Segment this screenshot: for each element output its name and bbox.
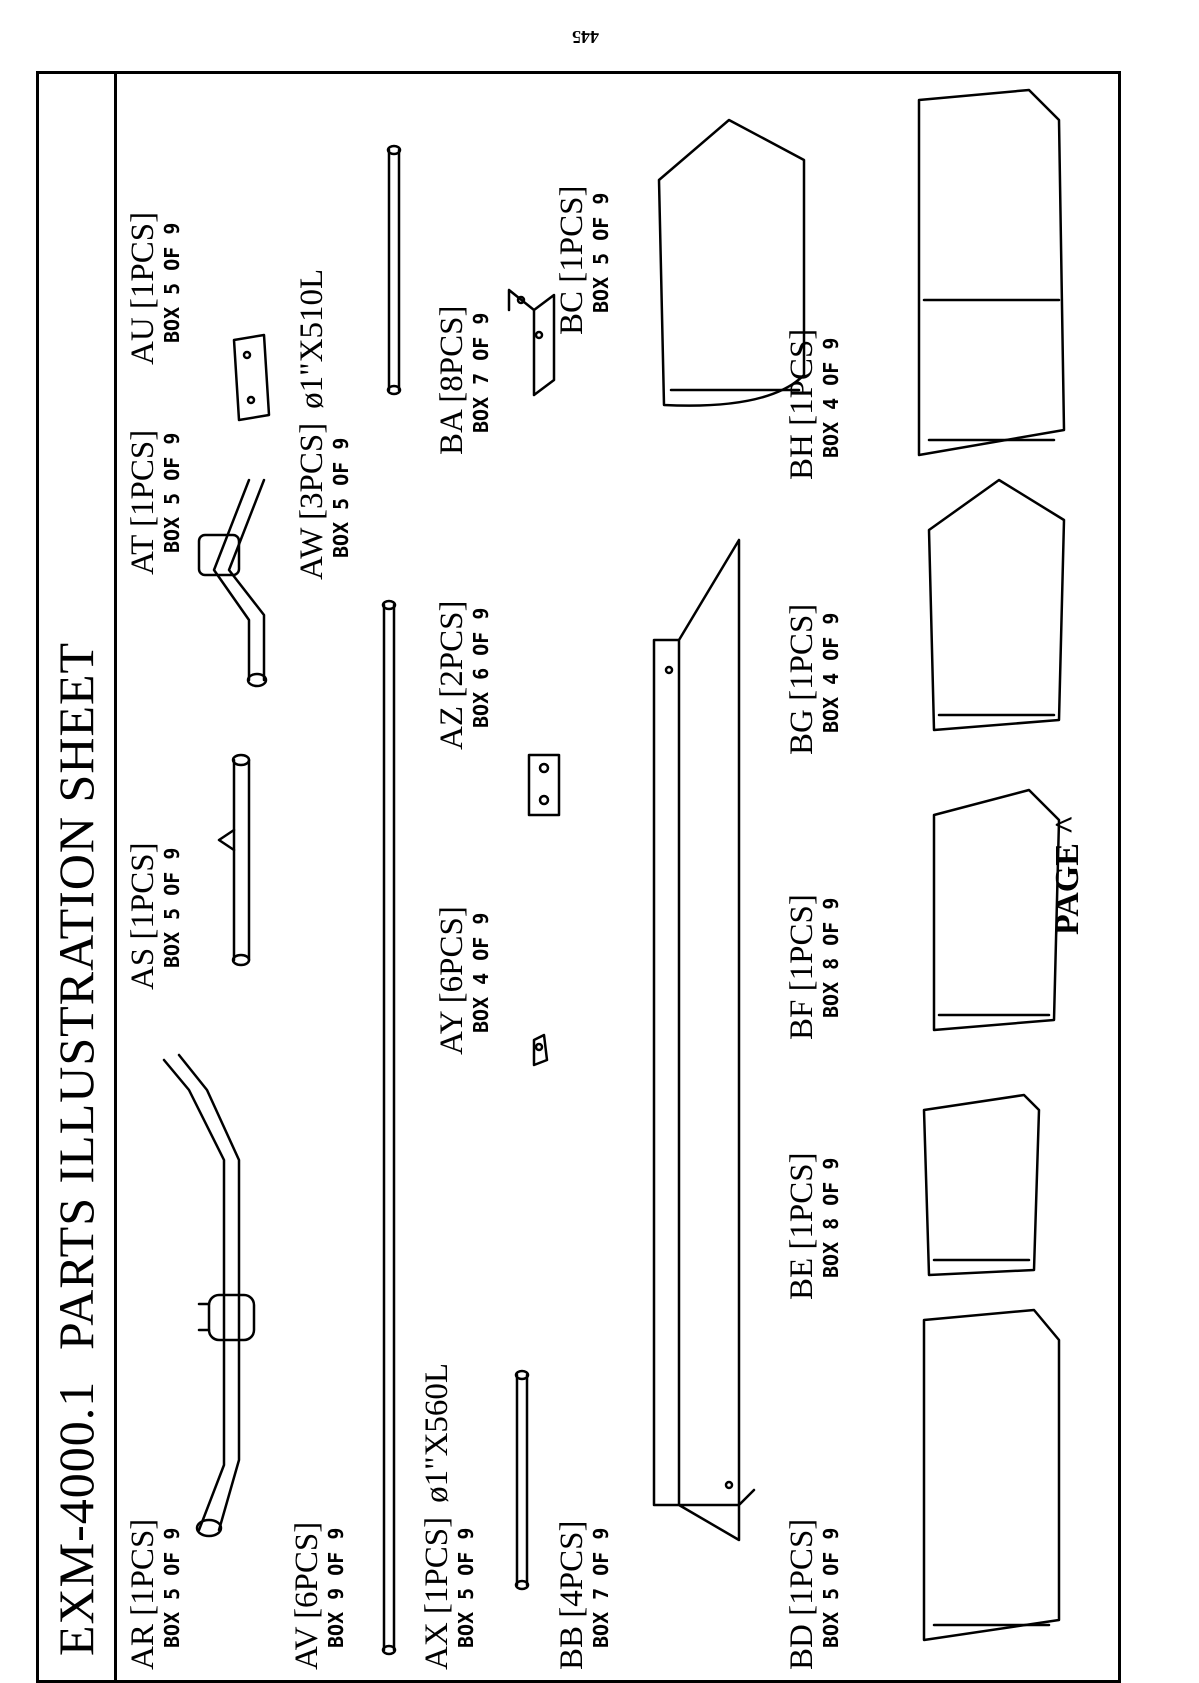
part-at-drawing <box>197 478 268 688</box>
part-ba-drawing <box>507 288 556 397</box>
sheet-frame: EXM-4000.1 PARTS ILLUSTRATION SHEET AR [… <box>36 71 1121 1683</box>
part-bb-drawing <box>652 538 756 1542</box>
parts-sheet: EXM-4000.1 PARTS ILLUSTRATION SHEET AR [… <box>18 40 1148 1683</box>
part-bh-drawing <box>917 88 1066 457</box>
part-bf-drawing <box>932 788 1061 1032</box>
part-ay-drawing <box>532 1033 549 1067</box>
part-au-drawing <box>232 333 271 422</box>
part-ar-drawing <box>162 1053 256 1538</box>
part-bc-drawing <box>657 118 806 407</box>
part-be-drawing <box>922 1093 1041 1277</box>
part-av-drawing <box>381 599 397 1656</box>
part-as-drawing <box>217 753 251 967</box>
part-aw-drawing <box>386 144 402 396</box>
part-az-drawing <box>527 753 561 817</box>
part-bg-drawing <box>927 478 1066 732</box>
part-bd-drawing <box>922 1308 1061 1642</box>
part-ax-drawing <box>514 1369 530 1591</box>
parts-illustrations <box>162 88 1066 1656</box>
